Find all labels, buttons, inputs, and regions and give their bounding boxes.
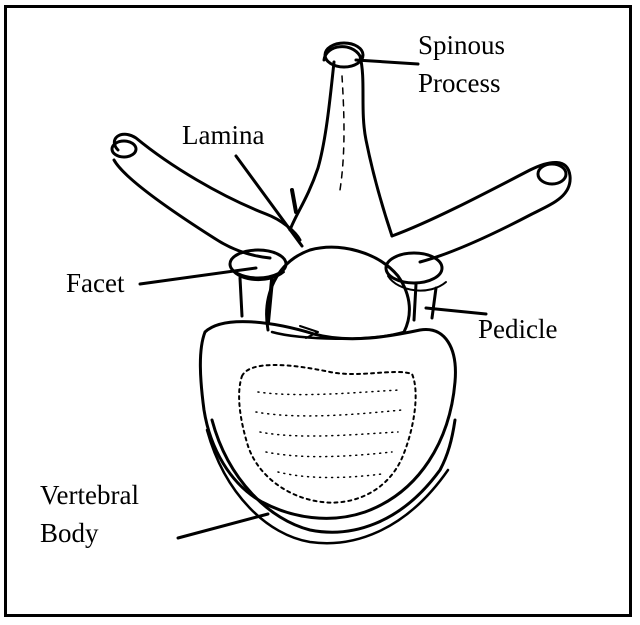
label-lamina: Lamina [182,120,264,150]
spinous-leader-line [356,60,418,64]
label-vertebral-line2: Body [40,518,99,548]
label-vertebral-line1: Vertebral [40,480,139,510]
left-transverse-process-shape [112,134,300,258]
label-spinous-line2: Process [418,68,501,98]
right-transverse-process-shape [392,162,570,262]
pedicle-shapes [240,278,436,322]
label-pedicle: Pedicle [478,314,557,344]
label-spinous-line1: Spinous [418,30,505,60]
label-facet: Facet [66,268,124,298]
pedicle-leader-line [426,308,486,314]
vertebral-body-shape [200,322,455,544]
vertebral-leader-line [178,514,268,538]
spinous-process-shape [290,43,392,236]
